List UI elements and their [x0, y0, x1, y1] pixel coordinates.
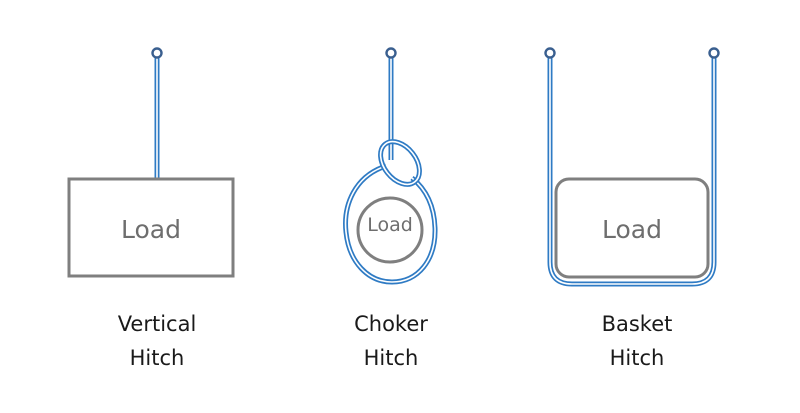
caption-line-2: Hitch	[609, 346, 665, 370]
hook-eye-icon	[151, 47, 163, 59]
vertical-load-box	[67, 177, 235, 278]
caption-line-1: Vertical	[117, 312, 197, 336]
choker-hitch: Load	[343, 47, 438, 285]
basket-hitch: Load	[544, 47, 720, 287]
choker-load-label: Load	[367, 214, 413, 236]
hook-eye-icon	[544, 47, 556, 59]
hook-eye-icon	[385, 47, 397, 59]
caption-line-2: Hitch	[363, 346, 419, 370]
vertical-load-label: Load	[121, 215, 181, 244]
caption-line-1: Choker	[354, 312, 428, 336]
basket-load-box	[554, 177, 710, 279]
caption-line-1: Basket	[601, 312, 673, 336]
basket-hitch-caption: Basket Hitch	[557, 307, 717, 375]
choker-load-circle	[356, 196, 424, 264]
caption-line-2: Hitch	[129, 346, 185, 370]
vertical-hitch: Load	[67, 47, 235, 278]
vertical-hitch-caption: Vertical Hitch	[77, 307, 237, 375]
choker-hitch-caption: Choker Hitch	[311, 307, 471, 375]
basket-load-label: Load	[602, 215, 662, 244]
hook-eye-icon	[708, 47, 720, 59]
choker-sling	[343, 57, 438, 285]
basket-sling	[547, 57, 717, 287]
